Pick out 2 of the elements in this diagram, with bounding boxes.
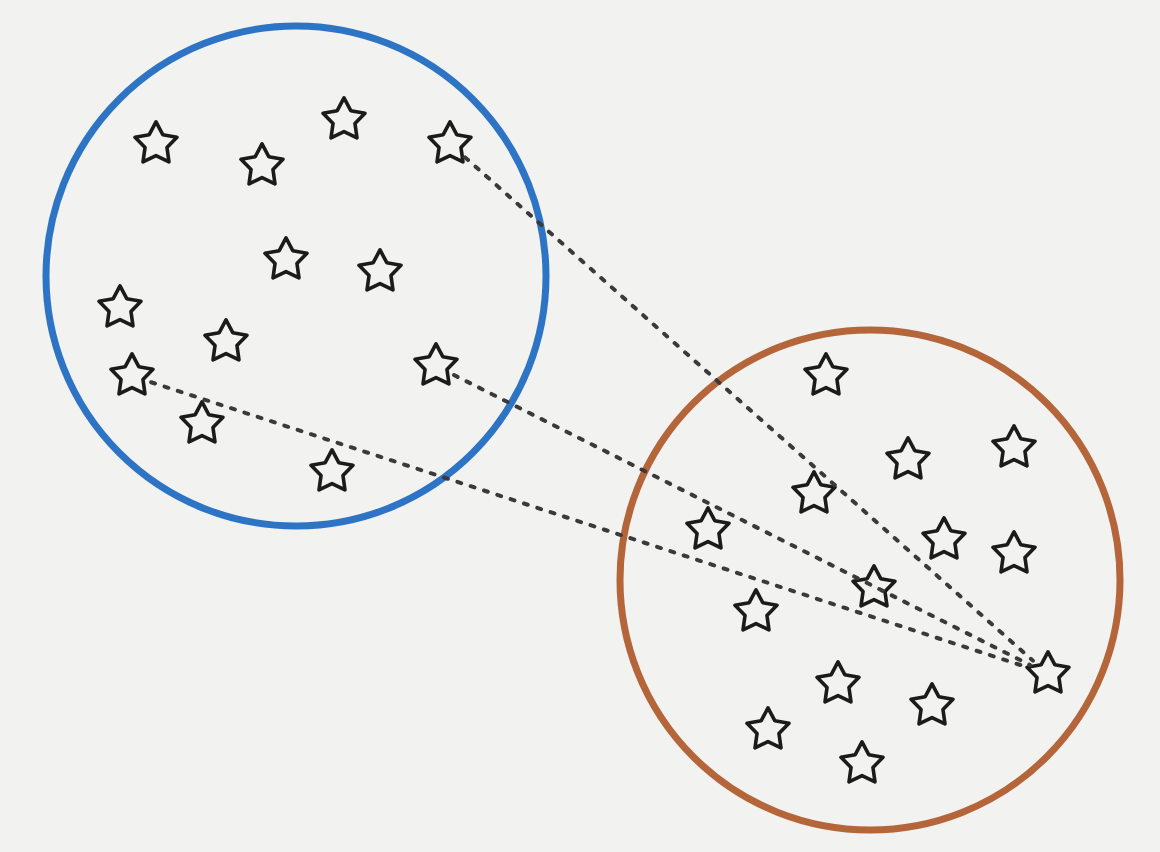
dotted-line [463, 155, 1035, 663]
dotted-line [452, 373, 1032, 667]
